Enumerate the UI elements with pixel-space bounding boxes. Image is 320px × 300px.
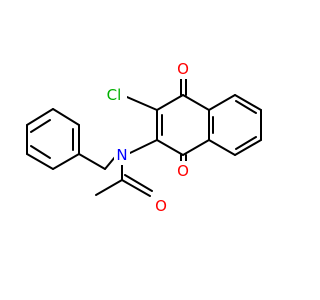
bond-c8-c7 (234, 94, 262, 111)
chlorine-label: Cl (107, 86, 122, 104)
bond-ph4-ph5 (26, 108, 54, 126)
bond-c3-n (129, 139, 158, 154)
bond-c4a-c4 (182, 139, 210, 156)
bond-c4-c3 (156, 139, 184, 156)
bond-carbonyl-methyl (95, 179, 123, 196)
nitrogen-label: N (116, 146, 127, 164)
oxygen-amide-label: O (155, 197, 167, 215)
bond-c6-c5-double (235, 136, 257, 150)
bond-c6-c5 (234, 139, 262, 156)
bond-ph1-ph2 (52, 153, 80, 170)
oxygen-bottom-label: O (177, 162, 189, 180)
bond-c2-c1 (156, 94, 184, 111)
bond-c2-cl (126, 96, 158, 111)
oxygen-top-label: O (177, 60, 189, 78)
bond-c1-c8a (182, 94, 210, 111)
bond-lines (26, 77, 262, 197)
bond-ch2-phenyl (78, 153, 106, 170)
bond-ph-inner-2 (30, 145, 51, 159)
molecule-structure: O O O Cl N (26, 59, 262, 216)
atom-labels: O O O Cl N (101, 59, 191, 216)
bond-carbonyl-o-a (121, 179, 151, 197)
bond-c8-c7-double (235, 100, 257, 114)
bond-carbonyl-o-b (124, 174, 153, 192)
bond-ph2-ph3 (26, 153, 54, 170)
bond-ph5-ph6 (52, 108, 80, 126)
bond-c8a-c8 (208, 94, 236, 111)
bond-n-ch2 (104, 156, 116, 170)
bond-ph-inner-3 (30, 119, 51, 133)
bond-c5-c4a (208, 139, 236, 156)
